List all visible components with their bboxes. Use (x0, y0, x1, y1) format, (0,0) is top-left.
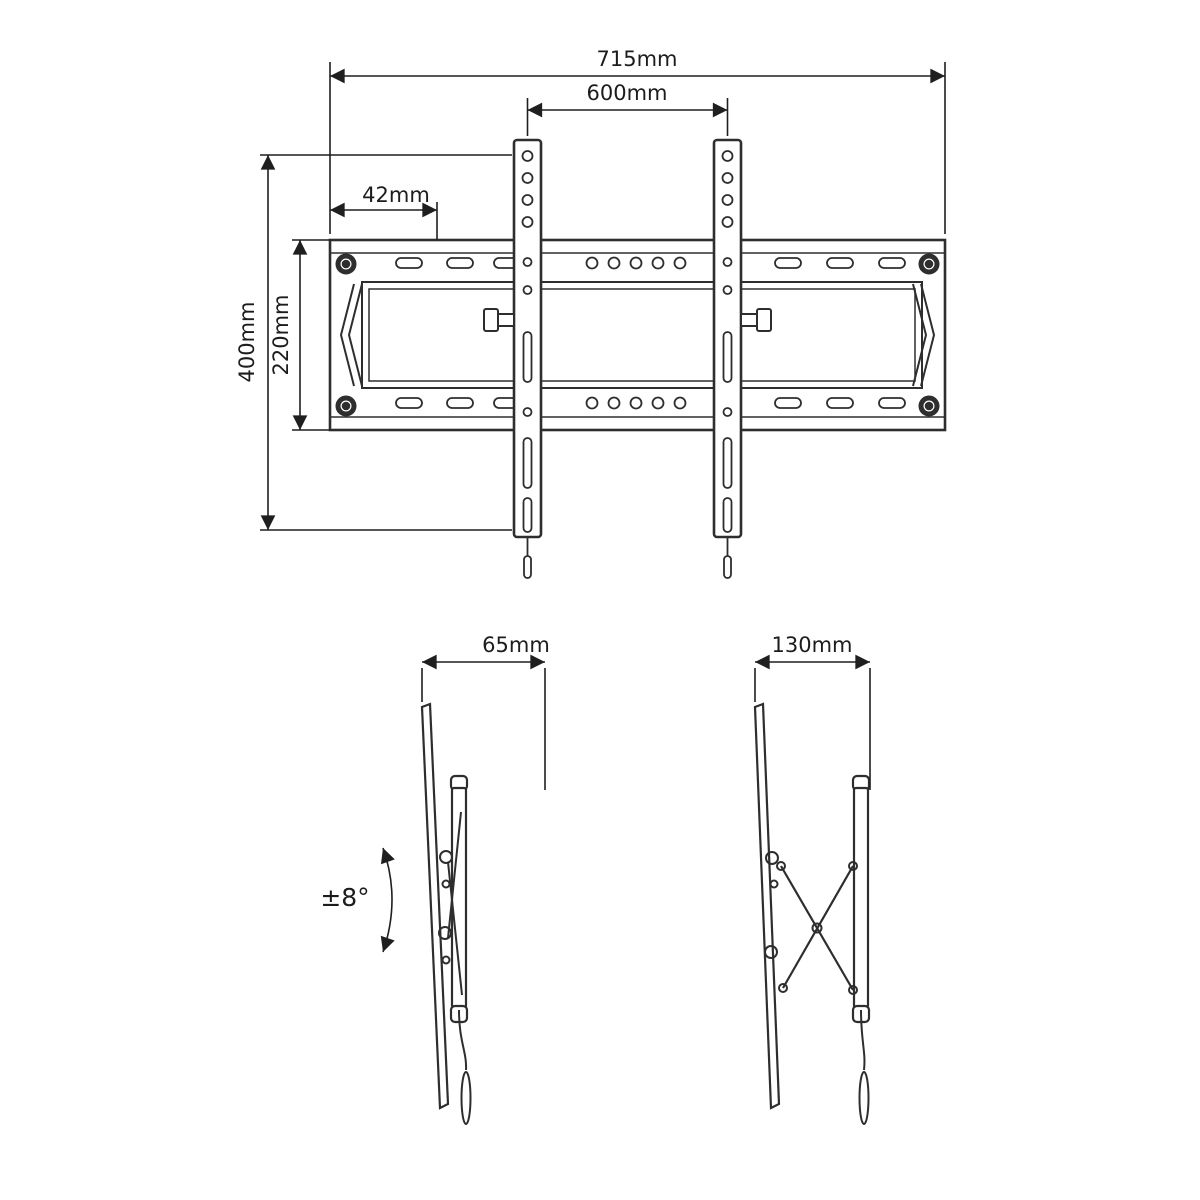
safety-pin (523, 537, 532, 579)
dim-depth-tilted: 130mm (754, 633, 871, 790)
tilt-angle-label: ±8° (320, 883, 369, 912)
dim-label-overall-height: 400mm (235, 302, 259, 383)
dim-overall-height: 400mm (235, 154, 512, 531)
safety-pin (723, 537, 732, 579)
vesa-rail-left (512, 138, 543, 579)
dim-label-hole-offset: 42mm (362, 183, 430, 207)
dim-label-rail-spacing: 600mm (587, 81, 668, 105)
dim-label-depth-tilted: 130mm (772, 633, 853, 657)
wall-plate (328, 238, 947, 432)
tv-plate-profile (420, 702, 450, 1110)
pull-cord (858, 1009, 870, 1125)
wall-bracket-profile (438, 774, 469, 1024)
dim-plate-height: 220mm (269, 239, 330, 431)
vesa-rail-right (712, 138, 743, 579)
side-clips (339, 283, 936, 387)
tension-knob-left (483, 308, 515, 332)
mounting-slot-row-bottom (395, 396, 906, 410)
mounting-slot-row-top (395, 256, 906, 270)
dim-label-depth-closed: 65mm (482, 633, 550, 657)
tv-plate-profile (753, 702, 781, 1110)
dim-label-overall-width: 715mm (597, 47, 678, 71)
tension-knob-right (740, 308, 772, 332)
front-view-dimensions: 715mm 600mm 42mm 400mm 220mm (235, 47, 946, 531)
wall-bracket-profile (851, 774, 871, 1024)
dim-hole-offset: 42mm (330, 183, 438, 240)
side-view-closed (420, 702, 472, 1125)
dim-label-plate-height: 220mm (269, 295, 293, 376)
tilt-angle-indicator: ±8° (320, 847, 395, 953)
side-view-closed-dimensions: 65mm ±8° (320, 633, 550, 953)
scissor-linkage (764, 851, 858, 995)
side-view-tilted (753, 702, 871, 1125)
pull-cord (458, 1009, 472, 1125)
corner-bolts (335, 253, 940, 417)
side-view-tilted-dimensions: 130mm (754, 633, 871, 790)
dim-rail-spacing: 600mm (526, 81, 729, 136)
front-view (328, 138, 947, 579)
dim-depth-closed: 65mm (421, 633, 550, 790)
